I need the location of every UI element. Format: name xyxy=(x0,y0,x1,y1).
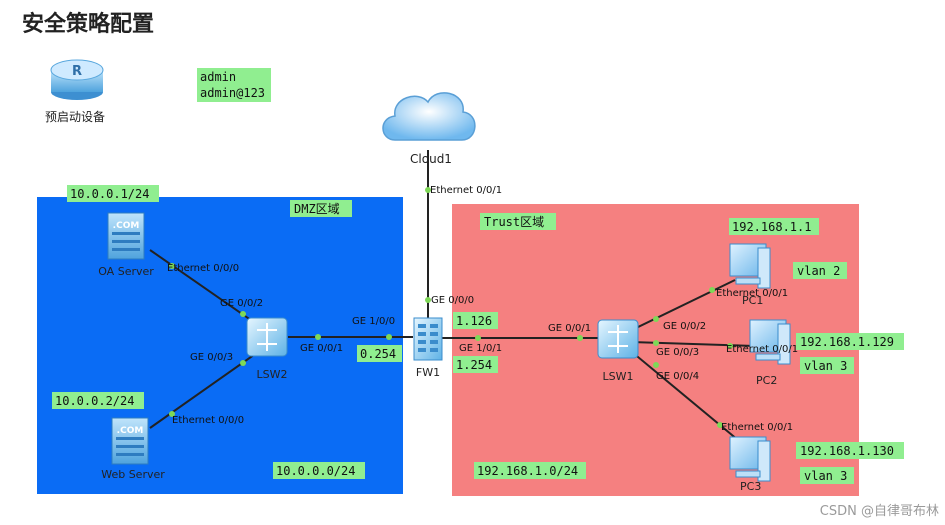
web-server-ip-box xyxy=(52,392,144,409)
lsw2-port-web: GE 0/0/3 xyxy=(190,352,233,363)
pc2-port-label: Ethernet 0/0/1 xyxy=(726,344,798,355)
lsw1-port-pc2: GE 0/0/3 xyxy=(656,347,699,358)
credentials-password: admin@123 xyxy=(200,86,265,100)
port-dot xyxy=(425,297,431,303)
fw1-ip-left-box xyxy=(357,345,402,362)
fw1-ip-left: 0.254 xyxy=(360,347,396,361)
port-dot xyxy=(653,316,659,322)
port-dot xyxy=(475,335,481,341)
pc3-vlan-box xyxy=(800,467,854,484)
web-server-badge: .COM xyxy=(117,426,144,436)
trust-zone-label: Trust区域 xyxy=(484,215,544,229)
port-dot xyxy=(425,187,431,193)
oa-server-label: OA Server xyxy=(98,265,154,278)
fw1-ip-right-top: 1.126 xyxy=(456,314,492,328)
pc2-ip-box xyxy=(796,333,904,350)
oa-server-ip-box xyxy=(67,185,159,202)
pc1-port-label: Ethernet 0/0/1 xyxy=(716,288,788,299)
fw1-port-top: GE 0/0/0 xyxy=(431,295,474,306)
router-label: 预启动设备 xyxy=(45,110,105,124)
pc1-computer-icon[interactable] xyxy=(729,243,771,289)
dmz-zone-label-box xyxy=(290,200,352,217)
watermark: CSDN @自律哥布林 xyxy=(819,504,939,519)
fw1-ip-right-top-box xyxy=(453,312,498,329)
fw1-port-right: GE 1/0/1 xyxy=(459,343,502,354)
lsw2-port-fw: GE 0/0/1 xyxy=(300,343,343,354)
pc2-vlan: vlan 3 xyxy=(804,359,847,373)
port-dot xyxy=(709,287,715,293)
credentials-username: admin xyxy=(200,70,236,84)
pc2-label: PC2 xyxy=(756,374,777,387)
pc3-ip-box xyxy=(796,442,904,459)
pc2-computer-icon[interactable] xyxy=(749,319,791,365)
firewall-icon[interactable] xyxy=(413,317,443,361)
pc1-vlan-box xyxy=(793,262,847,279)
trust-zone xyxy=(452,204,859,496)
oa-server-port-label: Ethernet 0/0/0 xyxy=(167,263,239,274)
fw1-port-left: GE 1/0/0 xyxy=(352,316,395,327)
link-web-lsw2 xyxy=(149,351,259,429)
lsw2-switch-icon[interactable] xyxy=(246,317,288,357)
dmz-network: 10.0.0.0/24 xyxy=(276,464,355,478)
port-dot xyxy=(240,311,246,317)
pc3-computer-icon[interactable] xyxy=(729,436,771,482)
cloud-icon[interactable] xyxy=(382,92,476,141)
oa-server-icon[interactable]: .COM xyxy=(107,212,145,260)
credentials-box xyxy=(197,68,271,102)
link-lsw1-pc1 xyxy=(631,279,736,331)
pc1-label: PC1 xyxy=(742,294,763,307)
pc3-ip: 192.168.1.130 xyxy=(800,444,894,458)
pc2-ip: 192.168.1.129 xyxy=(800,335,894,349)
router-letter: R xyxy=(72,64,82,79)
cloud-label: Cloud1 xyxy=(410,152,452,166)
pc3-port-label: Ethernet 0/0/1 xyxy=(721,422,793,433)
port-dot xyxy=(653,362,659,368)
port-dot xyxy=(577,335,583,341)
port-dot xyxy=(386,334,392,340)
lsw1-port-pc1: GE 0/0/2 xyxy=(663,321,706,332)
lsw2-label: LSW2 xyxy=(257,368,288,381)
trust-network: 192.168.1.0/24 xyxy=(477,464,578,478)
pc3-label: PC3 xyxy=(740,480,761,493)
web-server-label: Web Server xyxy=(101,468,165,481)
fw1-ip-right-bottom-box xyxy=(453,356,498,373)
port-dot xyxy=(169,411,175,417)
oa-server-badge: .COM xyxy=(113,221,140,231)
dmz-zone xyxy=(37,197,403,494)
pc1-ip-box xyxy=(729,218,819,235)
port-dot xyxy=(315,334,321,340)
link-oa-lsw2 xyxy=(149,249,259,326)
cloud-port-label: Ethernet 0/0/1 xyxy=(430,185,502,196)
web-server-icon[interactable]: .COM xyxy=(111,417,149,465)
fw1-ip-right-bottom: 1.254 xyxy=(456,358,492,372)
trust-zone-label-box xyxy=(480,213,556,230)
link-lsw1-pc2 xyxy=(631,341,756,347)
page-title: 安全策略配置 xyxy=(22,12,155,37)
fw1-label: FW1 xyxy=(416,366,440,379)
router-icon[interactable]: R xyxy=(50,59,104,100)
web-server-port-label: Ethernet 0/0/0 xyxy=(172,415,244,426)
dmz-zone-label: DMZ区域 xyxy=(294,202,340,216)
dmz-network-box xyxy=(273,462,365,479)
trust-network-box xyxy=(474,462,586,479)
pc3-vlan: vlan 3 xyxy=(804,469,847,483)
pc1-vlan: vlan 2 xyxy=(797,264,840,278)
port-dot xyxy=(717,422,723,428)
lsw1-port-fw: GE 0/0/1 xyxy=(548,323,591,334)
lsw1-switch-icon[interactable] xyxy=(597,319,639,359)
port-dot xyxy=(169,263,175,269)
lsw1-port-pc3: GE 0/0/4 xyxy=(656,371,699,382)
web-server-ip: 10.0.0.2/24 xyxy=(55,394,134,408)
port-dot xyxy=(240,360,246,366)
pc1-ip: 192.168.1.1 xyxy=(732,220,811,234)
port-dot xyxy=(727,343,733,349)
oa-server-ip: 10.0.0.1/24 xyxy=(70,187,149,201)
lsw1-label: LSW1 xyxy=(603,370,634,383)
port-dot xyxy=(653,340,659,346)
lsw2-port-oa: GE 0/0/2 xyxy=(220,298,263,309)
pc2-vlan-box xyxy=(800,357,854,374)
